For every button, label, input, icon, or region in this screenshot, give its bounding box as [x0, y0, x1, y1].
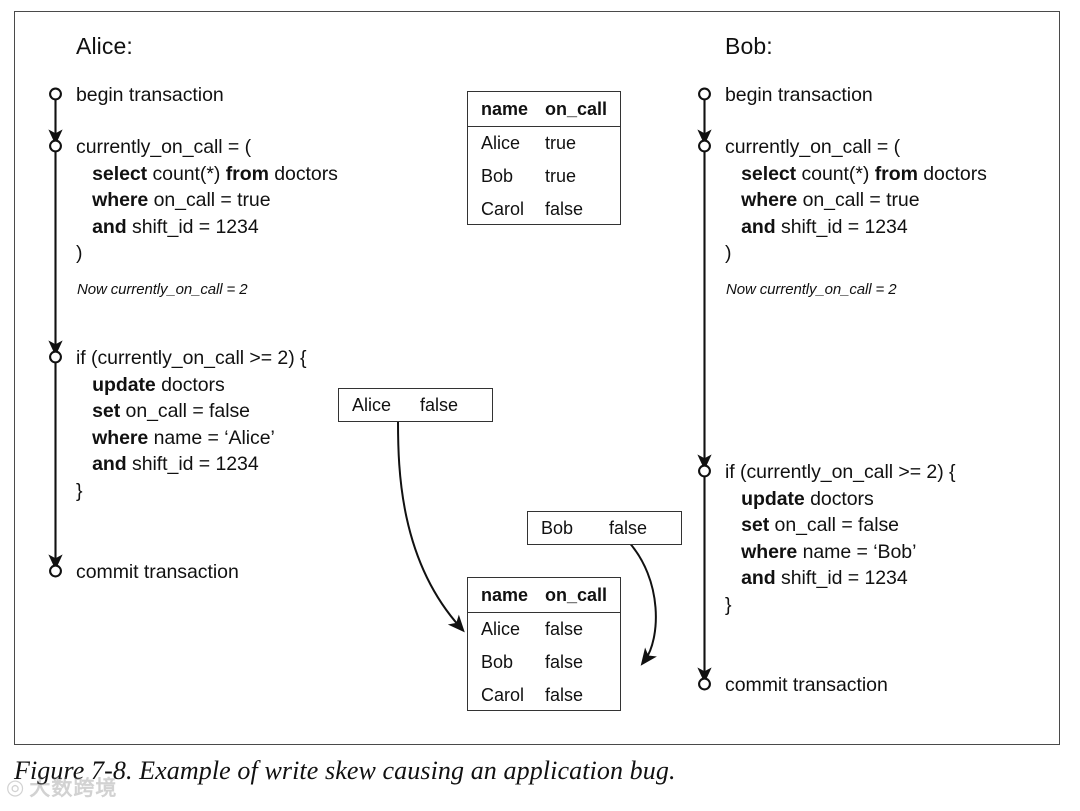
code-line: update doctors: [92, 373, 225, 396]
db-before-row0-on-call: true: [545, 133, 577, 153]
code-line: if (currently_on_call >= 2) {: [76, 347, 307, 369]
db-after-row0-on-call: false: [545, 619, 584, 639]
table-row: Alice false: [468, 613, 620, 646]
db-before-row0-name: Alice: [481, 133, 521, 153]
table-row: Carol false: [468, 193, 620, 226]
db-after-row2-on-call: false: [545, 685, 584, 705]
alice-note-read-query: Now currently_on_call = 2: [77, 281, 248, 298]
code-line: set on_call = false: [92, 400, 250, 422]
db-before-header-row: name on_call: [468, 92, 620, 127]
code-line: commit transaction: [725, 674, 888, 696]
code-line: if (currently_on_call >= 2) {: [725, 461, 956, 483]
write-tuple-alice-value: false: [420, 394, 459, 415]
bob-step-if-update-block: if (currently_on_call >= 2) { update doc…: [725, 459, 956, 618]
code-line: select count(*) from doctors: [741, 162, 987, 185]
code-line: and shift_id = 1234: [92, 453, 259, 475]
write-tuple-alice-name: Alice: [352, 394, 392, 415]
actor-title-alice: Alice:: [76, 33, 133, 59]
db-table-before: name on_call Alice true Bob true Carol f…: [467, 91, 621, 225]
code-line: ): [76, 242, 83, 264]
write-tuple-bob-name: Bob: [541, 517, 574, 538]
db-before-header-name: name: [481, 98, 529, 119]
db-before-row1-name: Bob: [481, 166, 514, 186]
alice-step-commit-transaction: commit transaction: [76, 559, 239, 586]
table-row: Bob false: [468, 646, 620, 679]
db-after-header-on-call: on_call: [545, 584, 608, 605]
code-line: and shift_id = 1234: [741, 567, 908, 589]
table-row: Alice true: [468, 127, 620, 160]
bob-step-read-query: currently_on_call = ( select count(*) fr…: [725, 134, 987, 267]
bob-note-read-query: Now currently_on_call = 2: [726, 281, 897, 298]
db-before-row2-name: Carol: [481, 199, 525, 219]
db-table-after: name on_call Alice false Bob false Carol…: [467, 577, 621, 711]
db-after-row2-name: Carol: [481, 685, 525, 705]
code-line: commit transaction: [76, 561, 239, 583]
code-line: currently_on_call = (: [725, 136, 901, 158]
alice-step-read-query: currently_on_call = ( select count(*) fr…: [76, 134, 338, 267]
code-line: begin transaction: [76, 84, 224, 106]
code-line: where on_call = true: [92, 189, 271, 211]
code-line: }: [76, 479, 83, 502]
code-line: update doctors: [741, 487, 874, 510]
code-line: and shift_id = 1234: [92, 215, 259, 238]
figure-caption: Figure 7-8. Example of write skew causin…: [14, 756, 676, 785]
code-line: and shift_id = 1234: [741, 215, 908, 238]
alice-step-if-update-block: if (currently_on_call >= 2) { update doc…: [76, 345, 307, 504]
write-tuple-alice: Alice false: [338, 388, 493, 422]
alice-step-begin-transaction: begin transaction: [76, 82, 224, 109]
actor-title-bob: Bob:: [725, 33, 773, 59]
db-after-header-name: name: [481, 584, 529, 605]
code-line: }: [725, 593, 732, 616]
write-tuple-bob-value: false: [609, 517, 648, 538]
code-line: where name = ‘Bob’: [741, 540, 917, 563]
db-before-row2-on-call: false: [545, 199, 584, 219]
db-after-row0-name: Alice: [481, 619, 521, 639]
code-line: ): [725, 242, 732, 264]
db-before-header-on-call: on_call: [545, 98, 608, 119]
code-line: where name = ‘Alice’: [92, 426, 275, 449]
table-row: Bob true: [468, 160, 620, 193]
db-after-row1-on-call: false: [545, 652, 584, 672]
bob-step-begin-transaction: begin transaction: [725, 82, 873, 109]
code-line: currently_on_call = (: [76, 136, 252, 158]
code-line: set on_call = false: [741, 514, 899, 536]
bob-step-commit-transaction: commit transaction: [725, 672, 888, 699]
db-after-header-row: name on_call: [468, 578, 620, 613]
code-line: select count(*) from doctors: [92, 162, 338, 185]
write-tuple-bob: Bob false: [527, 511, 682, 545]
db-before-row1-on-call: true: [545, 166, 577, 186]
db-after-row1-name: Bob: [481, 652, 514, 672]
code-line: begin transaction: [725, 84, 873, 106]
code-line: where on_call = true: [741, 189, 920, 211]
table-row: Carol false: [468, 679, 620, 712]
